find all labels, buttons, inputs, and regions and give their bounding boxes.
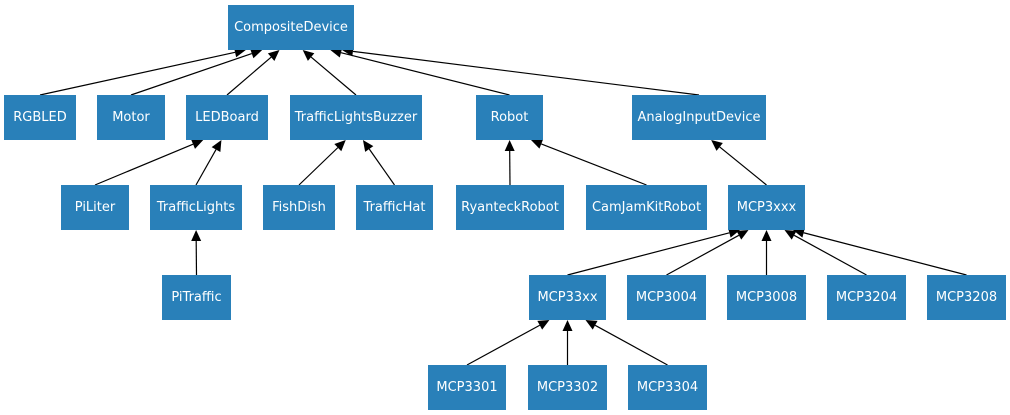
arrowhead-icon xyxy=(334,140,346,152)
edge-line xyxy=(226,56,272,96)
edge-mcp3304-to-mcp33xx xyxy=(585,320,668,366)
edge-mcp3004-to-mcp3xxx xyxy=(666,230,749,276)
edge-line xyxy=(793,234,867,276)
node-mcp3004: MCP3004 xyxy=(627,275,706,320)
arrowhead-icon xyxy=(585,320,598,330)
edge-line xyxy=(352,50,700,96)
edge-mcp3204-to-mcp3xxx xyxy=(784,230,867,276)
node-traffic-lights-buzzer: TrafficLightsBuzzer xyxy=(290,95,422,140)
edge-robot-to-composite_device xyxy=(330,47,510,96)
node-motor: Motor xyxy=(97,95,165,140)
node-mcp3304: MCP3304 xyxy=(628,365,707,410)
arrowhead-icon xyxy=(711,140,723,151)
edge-mcp3xxx-to-analog_input_device xyxy=(711,140,767,186)
edge-line xyxy=(310,56,357,96)
edge-traffic_lights_buzzer-to-composite_device xyxy=(302,50,357,96)
arrowhead-icon xyxy=(211,140,222,153)
arrowhead-icon xyxy=(504,140,515,152)
node-mcp3008: MCP3008 xyxy=(727,275,806,320)
edge-piliter-to-ledboard xyxy=(94,139,204,186)
node-mcp3204: MCP3204 xyxy=(827,275,906,320)
node-analog-input-device: AnalogInputDevice xyxy=(632,95,766,140)
edge-traffic_lights-to-ledboard xyxy=(195,140,222,186)
edge-mcp3301-to-mcp33xx xyxy=(466,320,550,366)
node-mcp3208: MCP3208 xyxy=(927,275,1006,320)
edge-line xyxy=(39,51,236,96)
node-fishdish: FishDish xyxy=(263,185,335,230)
node-robot: Robot xyxy=(476,95,543,140)
edge-line xyxy=(466,324,541,366)
node-pitraffic: PiTraffic xyxy=(162,275,231,320)
arrowhead-icon xyxy=(330,47,343,58)
edge-line xyxy=(803,232,967,276)
edge-traffichat-to-traffic_lights_buzzer xyxy=(362,140,395,186)
edge-ledboard-to-composite_device xyxy=(226,50,280,96)
edge-line xyxy=(195,149,217,186)
node-rgbled: RGBLED xyxy=(4,95,76,140)
node-mcp33xx: MCP33xx xyxy=(529,275,606,320)
arrowhead-icon xyxy=(302,50,315,61)
arrowhead-icon xyxy=(728,227,740,238)
edge-line xyxy=(594,324,668,366)
edge-fishdish-to-traffic_lights_buzzer xyxy=(298,140,346,186)
edge-line xyxy=(541,143,647,186)
arrowhead-icon xyxy=(362,140,374,152)
edge-pitraffic-to-traffic_lights xyxy=(191,230,202,276)
edge-line xyxy=(298,147,339,186)
node-traffic-lights: TrafficLights xyxy=(150,185,242,230)
node-traffichat: TrafficHat xyxy=(356,185,433,230)
node-mcp3xxx: MCP3xxx xyxy=(728,185,805,230)
edge-line xyxy=(719,146,767,186)
edge-mcp3302-to-mcp33xx xyxy=(562,320,573,365)
node-ryanteck-robot: RyanteckRobot xyxy=(456,185,564,230)
edge-line xyxy=(340,52,510,96)
arrowhead-icon xyxy=(250,48,263,59)
arrowhead-icon xyxy=(267,50,280,61)
edge-line xyxy=(94,143,194,186)
edge-analog_input_device-to-composite_device xyxy=(342,46,700,96)
edge-line xyxy=(368,148,395,186)
arrowhead-icon xyxy=(531,139,544,149)
edge-camjamkit_robot-to-robot xyxy=(531,139,647,186)
node-piliter: PiLiter xyxy=(61,185,129,230)
edge-line xyxy=(567,232,730,276)
edge-motor-to-composite_device xyxy=(130,48,263,96)
node-composite-device: CompositeDevice xyxy=(228,5,354,50)
node-ledboard: LEDBoard xyxy=(186,95,268,140)
edge-line xyxy=(130,53,252,96)
node-camjamkit-robot: CamJamKitRobot xyxy=(586,185,707,230)
arrowhead-icon xyxy=(761,230,772,241)
node-mcp3302: MCP3302 xyxy=(528,365,607,410)
edge-rgbled-to-composite_device xyxy=(39,47,246,96)
arrowhead-icon xyxy=(562,320,573,331)
arrowhead-icon xyxy=(537,320,550,330)
arrowhead-icon xyxy=(736,230,749,240)
node-mcp3301: MCP3301 xyxy=(428,365,506,410)
edge-mcp3008-to-mcp3xxx xyxy=(761,230,772,275)
edge-line xyxy=(666,234,740,276)
edge-ryanteck_robot-to-robot xyxy=(504,140,515,186)
arrowhead-icon xyxy=(793,227,805,238)
edge-mcp33xx-to-mcp3xxx xyxy=(567,227,740,276)
arrowhead-icon xyxy=(784,230,797,240)
arrowhead-icon xyxy=(191,230,202,242)
arrowhead-icon xyxy=(191,139,204,149)
edge-mcp3208-to-mcp3xxx xyxy=(793,227,967,276)
